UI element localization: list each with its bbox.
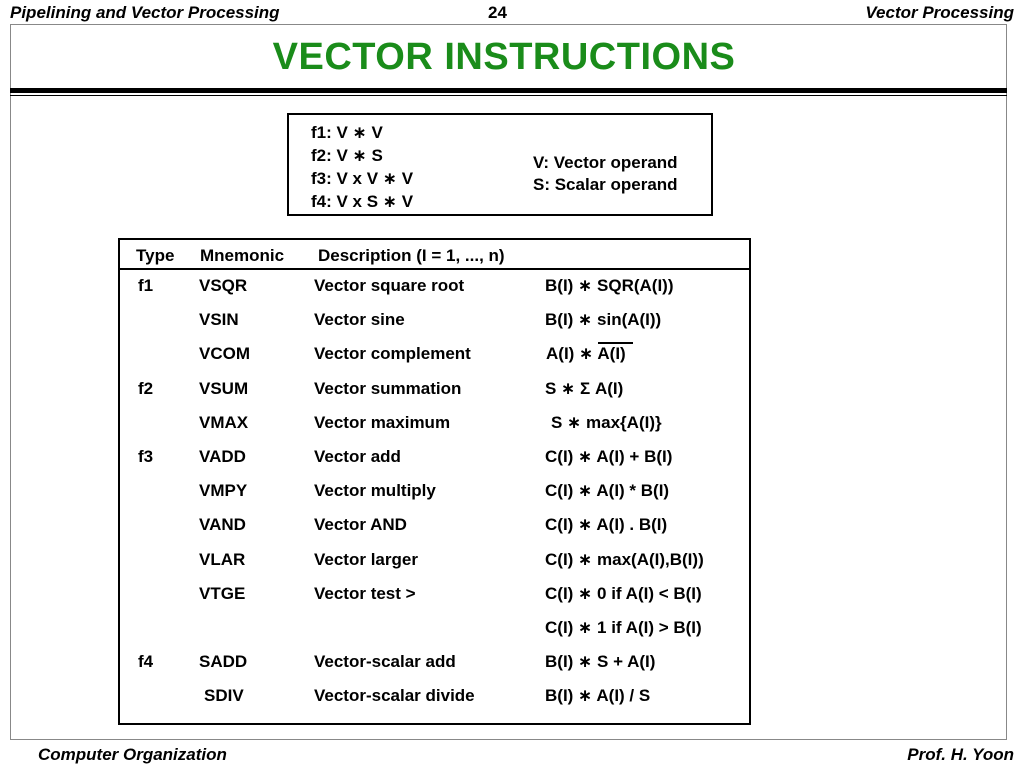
row-description: Vector square root bbox=[314, 276, 465, 295]
row-mnemonic: VMAX bbox=[199, 413, 249, 432]
slide-frame bbox=[10, 24, 1007, 740]
slide-title: VECTOR INSTRUCTIONS bbox=[272, 36, 736, 78]
column-header-type: Type bbox=[136, 246, 175, 265]
row-description: Vector test > bbox=[314, 584, 416, 603]
row-mnemonic: VSQR bbox=[199, 276, 248, 295]
format-line-f1: f1: V ∗ V bbox=[311, 123, 383, 142]
row-description: Vector summation bbox=[314, 379, 462, 398]
column-header-description: Description (I = 1, ..., n) bbox=[318, 246, 505, 265]
legend-scalar-operand: S: Scalar operand bbox=[533, 175, 678, 194]
format-line-f2: f2: V ∗ S bbox=[311, 146, 383, 165]
column-header-mnemonic: Mnemonic bbox=[200, 246, 285, 265]
row-mnemonic: VLAR bbox=[199, 550, 246, 569]
row-mnemonic: VTGE bbox=[199, 584, 246, 603]
title-divider bbox=[10, 88, 1007, 93]
row-operation: C(I) ∗ 1 if A(I) > B(I) bbox=[545, 618, 702, 637]
row-mnemonic: VMPY bbox=[199, 481, 248, 500]
row-mnemonic: VAND bbox=[199, 515, 246, 534]
row-description: Vector larger bbox=[314, 550, 418, 569]
row-description: Vector maximum bbox=[314, 413, 451, 432]
table-header-divider bbox=[118, 268, 751, 270]
row-operation: S ∗ Σ A(I) bbox=[545, 379, 624, 398]
row-operation: A(I) ∗ A(I) bbox=[546, 344, 626, 363]
row-operation: B(I) ∗ S + A(I) bbox=[545, 652, 656, 671]
row-operation: B(I) ∗ SQR(A(I)) bbox=[545, 276, 674, 295]
row-mnemonic: SADD bbox=[199, 652, 248, 671]
row-type: f1 bbox=[138, 276, 154, 295]
row-type: f2 bbox=[138, 379, 154, 398]
row-mnemonic: VSUM bbox=[199, 379, 249, 398]
row-description: Vector add bbox=[314, 447, 401, 466]
row-operation: C(I) ∗ A(I) * B(I) bbox=[545, 481, 670, 500]
row-description: Vector-scalar divide bbox=[314, 686, 475, 705]
row-description: Vector sine bbox=[314, 310, 405, 329]
complement-overline bbox=[598, 342, 633, 344]
row-description: Vector AND bbox=[314, 515, 407, 534]
page-number: 24 bbox=[488, 3, 507, 22]
header-course-title: Pipelining and Vector Processing bbox=[10, 3, 280, 22]
row-mnemonic: VCOM bbox=[199, 344, 250, 363]
format-line-f4: f4: V x S ∗ V bbox=[311, 192, 414, 211]
row-description: Vector-scalar add bbox=[314, 652, 456, 671]
footer-author: Prof. H. Yoon bbox=[907, 745, 1014, 764]
row-operation: B(I) ∗ A(I) / S bbox=[545, 686, 651, 705]
row-operation: C(I) ∗ 0 if A(I) < B(I) bbox=[545, 584, 702, 603]
row-type: f3 bbox=[138, 447, 154, 466]
row-operation: C(I) ∗ A(I) . B(I) bbox=[545, 515, 668, 534]
row-type: f4 bbox=[138, 652, 154, 671]
row-operation: B(I) ∗ sin(A(I)) bbox=[545, 310, 662, 329]
instruction-table bbox=[118, 238, 751, 725]
row-mnemonic: VSIN bbox=[199, 310, 239, 329]
legend-vector-operand: V: Vector operand bbox=[533, 153, 678, 172]
row-mnemonic: SDIV bbox=[204, 686, 244, 705]
formats-box bbox=[287, 113, 713, 216]
header-section-title: Vector Processing bbox=[865, 3, 1014, 22]
title-divider-thin bbox=[10, 95, 1007, 96]
row-operation: C(I) ∗ A(I) + B(I) bbox=[545, 447, 673, 466]
row-mnemonic: VADD bbox=[199, 447, 246, 466]
format-line-f3: f3: V x V ∗ V bbox=[311, 169, 414, 188]
row-description: Vector multiply bbox=[314, 481, 436, 500]
row-operation: S ∗ max{A(I)} bbox=[551, 413, 662, 432]
row-operation: C(I) ∗ max(A(I),B(I)) bbox=[545, 550, 704, 569]
row-description: Vector complement bbox=[314, 344, 471, 363]
footer-course: Computer Organization bbox=[38, 745, 227, 764]
